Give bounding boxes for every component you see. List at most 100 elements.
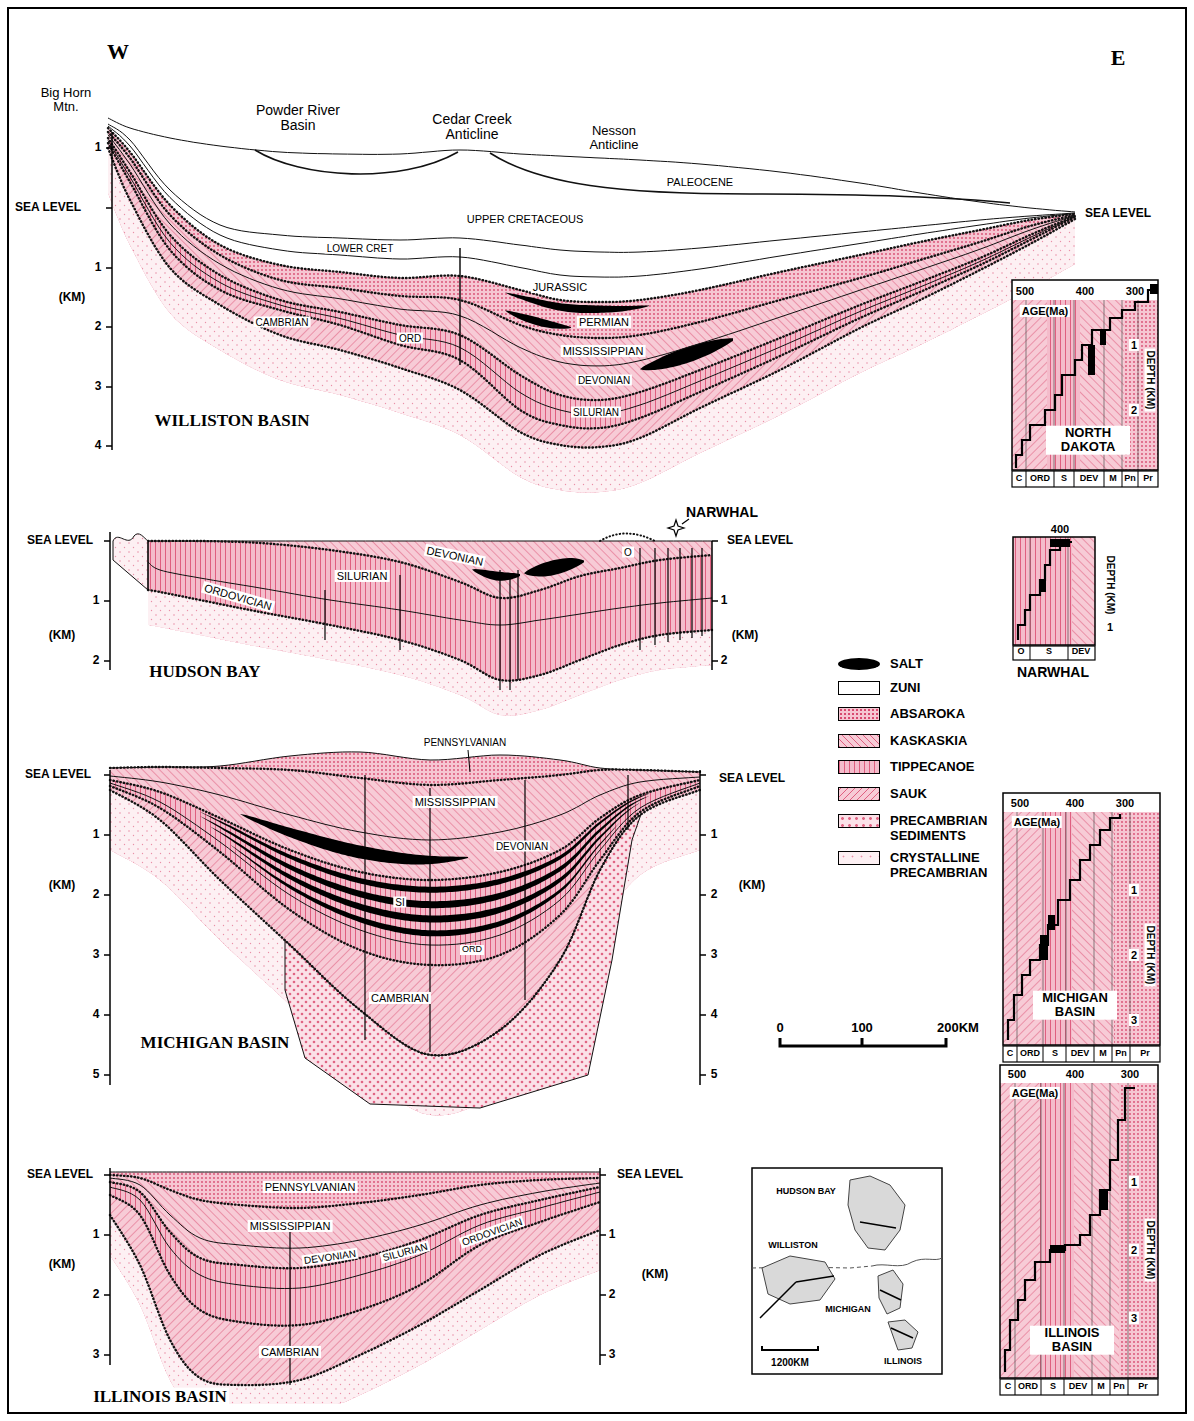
axis-label: 500	[1016, 285, 1034, 297]
strata-fill	[108, 143, 1075, 493]
axis-label: (KM)	[642, 1268, 669, 1281]
axis-label: 3	[95, 380, 102, 393]
axis-label: 1	[609, 1228, 616, 1241]
period-divider	[1110, 1379, 1111, 1395]
legend-text: SALT	[890, 657, 1005, 672]
salt-block	[1100, 330, 1106, 345]
sequence-column	[1012, 300, 1047, 470]
subsidence-curve	[1018, 542, 1072, 640]
basin-outline	[762, 1256, 835, 1304]
axis-label: 400	[1066, 797, 1084, 809]
generated-art	[108, 118, 1160, 1404]
axis-label: HUDSON BAY	[776, 1187, 836, 1197]
period-line	[1026, 300, 1027, 470]
axis-label: (KM)	[49, 879, 76, 892]
legend-swatch	[838, 787, 880, 801]
salt-lens	[524, 558, 584, 576]
axis-label: 200KM	[937, 1021, 979, 1035]
axis-label: NARWHAL	[686, 505, 758, 520]
inset-frame	[1000, 1065, 1158, 1378]
axis-label: 1	[93, 594, 100, 607]
legend-text: CRYSTALLINE PRECAMBRIAN	[890, 851, 1005, 881]
strata-fill	[110, 1195, 600, 1404]
period-divider	[1128, 1379, 1129, 1395]
legend-text: TIPPECANOE	[890, 760, 1005, 775]
axis-label: 2	[93, 1288, 100, 1301]
axis-label: 2	[93, 654, 100, 667]
unit-label: 3	[1129, 1014, 1139, 1026]
unit-label: AGE(Ma)	[1012, 816, 1062, 828]
fault-line	[639, 548, 640, 650]
period-line	[1015, 1083, 1016, 1378]
axis-label: M	[1109, 474, 1117, 484]
unit-label: CAMBRIAN	[254, 317, 311, 328]
legend-text: PRECAMBRIAN SEDIMENTS	[890, 814, 1005, 844]
axis-label: SEA LEVEL	[719, 772, 785, 785]
fault-line	[364, 775, 365, 1040]
period-divider	[1054, 471, 1055, 487]
axis-label: Pn	[1113, 1382, 1125, 1392]
unit-label: ORDOVICIAN	[458, 1215, 525, 1248]
axis-label: ILLINOIS	[884, 1357, 922, 1367]
unit-label: ILLINOIS BASIN	[1030, 1326, 1114, 1355]
panel-title: E	[1111, 46, 1126, 70]
period-divider	[1074, 471, 1075, 487]
axis-label: SEA LEVEL	[25, 768, 91, 781]
axis-label: 2	[609, 1288, 616, 1301]
axis-label: 1	[95, 261, 102, 274]
period-strip	[1013, 646, 1095, 660]
axis-label: Powder River Basin	[243, 103, 353, 134]
unit-label: MISSISSIPPIAN	[248, 1220, 333, 1232]
basin-outline	[848, 1176, 905, 1250]
axis-label: Nesson Anticline	[574, 124, 654, 153]
depth-axis	[104, 1168, 110, 1365]
axis-label: 3	[93, 1348, 100, 1361]
axis-label: 2	[93, 888, 100, 901]
depth-axis	[712, 541, 718, 670]
sequence-column	[1013, 537, 1072, 645]
figure-frame	[8, 8, 1186, 1413]
period-divider	[1041, 1379, 1042, 1395]
axis-label: 500	[1011, 797, 1029, 809]
unit-label: DEVONIAN	[494, 841, 550, 852]
salt-block	[1150, 284, 1158, 294]
axis-label: 4	[711, 1008, 718, 1021]
fault-line	[324, 590, 325, 640]
axis-label: 1	[93, 1228, 100, 1241]
inset-frame	[1003, 793, 1160, 1045]
depth-axis	[104, 770, 110, 1085]
salt-lens	[200, 796, 650, 908]
legend-swatch	[838, 707, 880, 721]
strata-fill	[110, 1182, 600, 1404]
axis-label: 2	[95, 320, 102, 333]
period-divider	[1030, 646, 1031, 660]
axis-label: 2	[711, 888, 718, 901]
axis-label: Pn	[1115, 1049, 1127, 1059]
basin-outline	[888, 1320, 918, 1350]
unconformity-line	[108, 138, 1075, 400]
panel-title: WILLISTON BASIN	[154, 412, 309, 431]
strata-fill	[108, 138, 1075, 493]
axis-label: Cedar Creek Anticline	[417, 112, 527, 143]
formation-line	[108, 124, 1075, 252]
period-divider	[1104, 471, 1105, 487]
unit-label: UPPER CRETACEOUS	[465, 213, 586, 225]
unit-label: DEVONIAN	[301, 1248, 358, 1267]
salt-block	[1048, 915, 1055, 930]
axis-label: Pr	[1138, 1382, 1148, 1392]
strata-fill	[108, 148, 1075, 493]
subsidence-curve	[1005, 1088, 1135, 1372]
axis-label: (KM)	[739, 879, 766, 892]
axis-label: S	[1052, 1049, 1058, 1059]
unit-label: CAMBRIAN	[369, 992, 431, 1004]
axis-label: 1	[721, 594, 728, 607]
unconformity-line	[148, 590, 712, 681]
strata-fill	[110, 1215, 600, 1404]
fault-line	[679, 548, 680, 640]
unit-label: LOWER CRET	[325, 243, 396, 254]
depth-axis	[600, 1168, 606, 1365]
legend-text: ZUNI	[890, 681, 1005, 696]
unit-label: PERMIAN	[577, 316, 631, 328]
axis-label: 1200KM	[771, 1357, 809, 1368]
